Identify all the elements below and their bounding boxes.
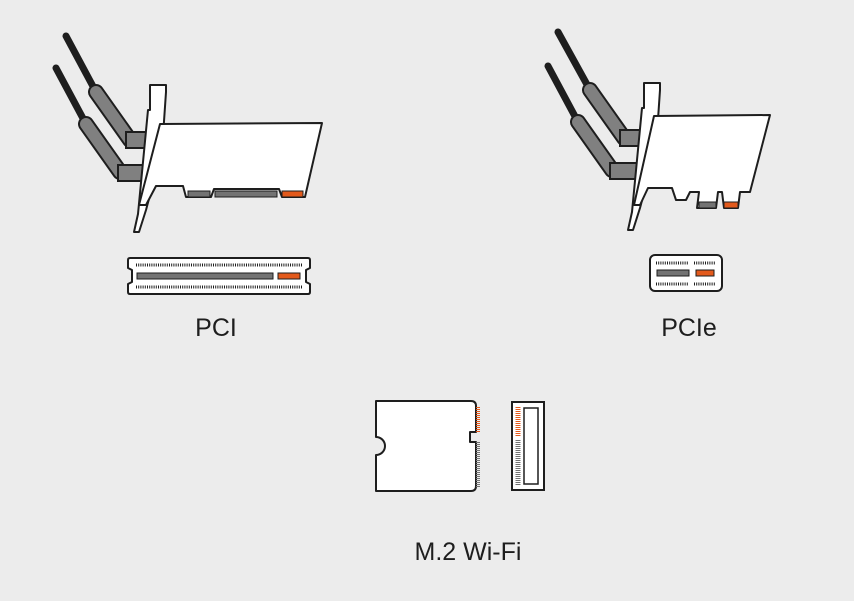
pcie-card-body xyxy=(633,114,771,209)
pcie-card-contacts-gray xyxy=(698,201,717,209)
pcie-label: PCIe xyxy=(661,314,717,342)
pci-antenna-lower xyxy=(52,64,149,182)
pci-card-contacts-orange xyxy=(281,190,304,198)
pci-card-body xyxy=(138,122,323,206)
m2-wifi-label: M.2 Wi-Fi xyxy=(414,538,522,566)
pcie-antenna-lower xyxy=(544,62,641,180)
pci-card-illustration xyxy=(52,32,323,233)
m2-slot xyxy=(511,401,545,491)
pcie-card-contacts-orange xyxy=(723,201,739,209)
pcie-card-illustration xyxy=(544,28,771,231)
m2-card-illustration xyxy=(375,400,480,492)
pci-card-contacts-short xyxy=(187,190,211,198)
pci-slot xyxy=(127,257,311,295)
pci-label: PCI xyxy=(195,314,237,342)
pcie-antenna-upper xyxy=(554,28,651,147)
pci-antenna-upper xyxy=(62,32,157,149)
pci-card-contacts-long xyxy=(214,190,278,198)
pcie-slot xyxy=(649,254,723,292)
m2-card-body xyxy=(375,400,477,492)
